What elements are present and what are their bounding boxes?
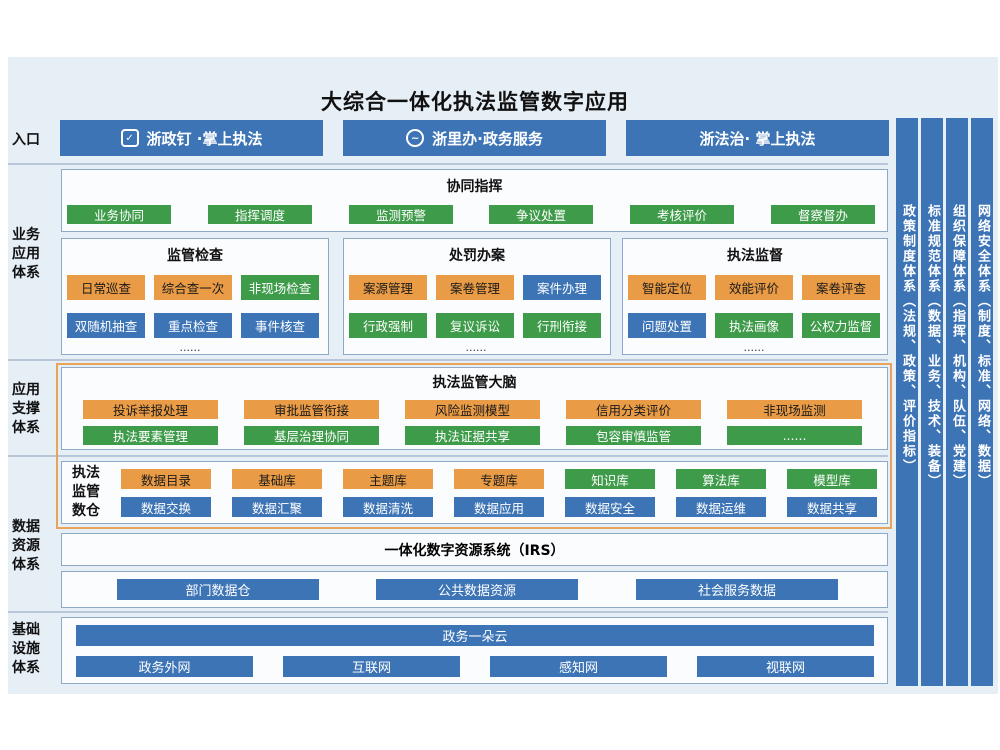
chip-warehouse[interactable]: 数据目录 xyxy=(121,469,211,489)
chip-supervision[interactable]: 智能定位 xyxy=(628,275,706,300)
entry-label: 浙法治· 掌上执法 xyxy=(699,129,816,148)
chip-collab[interactable]: 指挥调度 xyxy=(208,205,312,224)
chip-warehouse[interactable]: 数据共享 xyxy=(787,497,877,517)
chip-collab[interactable]: 督察督办 xyxy=(771,205,875,224)
chip-inspection[interactable]: 事件核查 xyxy=(241,313,319,338)
row-label-infra: 基础 设施 体系 xyxy=(12,622,40,676)
chip-collab[interactable]: 监测预警 xyxy=(349,205,453,224)
entry-label: 浙里办·政务服务 xyxy=(432,129,543,148)
entry-zheliban[interactable]: ~ 浙里办·政务服务 xyxy=(343,120,606,156)
chip-supervision[interactable]: 公权力监督 xyxy=(802,313,880,338)
chip-warehouse[interactable]: 数据交换 xyxy=(121,497,211,517)
source-item[interactable]: 公共数据资源 xyxy=(376,579,578,600)
chip-warehouse[interactable]: 数据清洗 xyxy=(343,497,433,517)
chip-brain[interactable]: 非现场监测 xyxy=(727,400,862,419)
row-separator xyxy=(8,359,888,361)
chip-penalty[interactable]: 行刑衔接 xyxy=(523,313,601,338)
chip-brain[interactable]: 审批监管衔接 xyxy=(244,400,379,419)
chip-inspection[interactable]: 双随机抽查 xyxy=(67,313,145,338)
row-separator xyxy=(8,455,888,457)
more-indicator: ...... xyxy=(179,341,201,354)
row-separator xyxy=(8,163,888,165)
row-label-support: 应用 支撑 体系 xyxy=(12,382,40,436)
entry-zhefazhi[interactable]: 浙法治· 掌上执法 xyxy=(626,120,889,156)
pillar-label: 组织保障体系（指挥、机构、队伍、党建） xyxy=(950,204,965,489)
chip-warehouse[interactable]: 模型库 xyxy=(787,469,877,489)
panel-title: 监管检查 xyxy=(167,248,223,264)
chip-brain[interactable]: 投诉举报处理 xyxy=(83,400,218,419)
chip-supervision[interactable]: 案卷评查 xyxy=(802,275,880,300)
row-label-business: 业务 应用 体系 xyxy=(12,227,40,281)
chip-warehouse[interactable]: 算法库 xyxy=(676,469,766,489)
chip-brain[interactable]: 风险监测模型 xyxy=(405,400,540,419)
network-item[interactable]: 视联网 xyxy=(697,656,874,677)
chip-warehouse[interactable]: 基础库 xyxy=(232,469,322,489)
chip-supervision[interactable]: 效能评价 xyxy=(715,275,793,300)
pillar-label: 政策制度体系（法规、政策、评价指标） xyxy=(900,204,915,474)
chip-collab[interactable]: 考核评价 xyxy=(630,205,734,224)
pillar-label: 标准规范体系（数据、业务、技术、装备） xyxy=(925,204,940,489)
panel-title: 执法监管大脑 xyxy=(432,375,517,391)
warehouse-title: 执法 监管 数仓 xyxy=(72,465,100,519)
panel-title: 处罚办案 xyxy=(449,248,505,264)
chip-collab[interactable]: 争议处置 xyxy=(489,205,593,224)
pillar-standards[interactable]: 标准规范体系（数据、业务、技术、装备） xyxy=(921,118,943,686)
chip-brain[interactable]: 信用分类评价 xyxy=(566,400,701,419)
chip-warehouse[interactable]: 专题库 xyxy=(454,469,544,489)
page-title: 大综合一体化执法监管数字应用 xyxy=(321,90,629,114)
panel-title: 执法监督 xyxy=(727,248,783,264)
network-item[interactable]: 互联网 xyxy=(283,656,460,677)
panel-title: 协同指挥 xyxy=(446,179,503,195)
entry-label: 浙政钉 ·掌上执法 xyxy=(146,129,263,148)
chip-warehouse[interactable]: 数据运维 xyxy=(676,497,766,517)
pillar-label: 网络安全体系（制度、标准、网络、数据） xyxy=(975,204,990,489)
chip-collab[interactable]: 业务协同 xyxy=(67,205,171,224)
panel-collab: 协同指挥 xyxy=(61,169,888,232)
chip-inspection[interactable]: 重点检查 xyxy=(154,313,232,338)
row-label-data: 数据 资源 体系 xyxy=(12,519,40,573)
shield-icon: ✓ xyxy=(120,129,139,147)
source-item[interactable]: 部门数据仓 xyxy=(117,579,319,600)
chip-warehouse[interactable]: 数据汇聚 xyxy=(232,497,322,517)
chip-penalty[interactable]: 案源管理 xyxy=(349,275,427,300)
chip-brain[interactable]: 执法证据共享 xyxy=(405,426,540,445)
source-item[interactable]: 社会服务数据 xyxy=(636,579,838,600)
entry-zhezhengding[interactable]: ✓ 浙政钉 ·掌上执法 xyxy=(60,120,323,156)
pillar-policy[interactable]: 政策制度体系（法规、政策、评价指标） xyxy=(896,118,918,686)
chip-penalty[interactable]: 案卷管理 xyxy=(436,275,514,300)
chip-brain[interactable]: ...... xyxy=(727,426,862,445)
pillar-organization[interactable]: 组织保障体系（指挥、机构、队伍、党建） xyxy=(946,118,968,686)
chip-inspection[interactable]: 日常巡查 xyxy=(67,275,145,300)
highlight-frame xyxy=(56,363,892,529)
network-item[interactable]: 感知网 xyxy=(490,656,667,677)
chip-inspection[interactable]: 综合查一次 xyxy=(154,275,232,300)
row-separator xyxy=(8,611,888,613)
more-indicator: ...... xyxy=(743,341,765,354)
row-label-entry: 入口 xyxy=(12,132,40,148)
chip-warehouse[interactable]: 数据安全 xyxy=(565,497,655,517)
chip-warehouse[interactable]: 主题库 xyxy=(343,469,433,489)
chip-penalty[interactable]: 案件办理 xyxy=(523,275,601,300)
chip-supervision[interactable]: 执法画像 xyxy=(715,313,793,338)
cloud-bar[interactable]: 政务一朵云 xyxy=(76,625,874,646)
chip-inspection[interactable]: 非现场检查 xyxy=(241,275,319,300)
chip-brain[interactable]: 执法要素管理 xyxy=(83,426,218,445)
chip-penalty[interactable]: 复议诉讼 xyxy=(436,313,514,338)
network-item[interactable]: 政务外网 xyxy=(76,656,253,677)
app-logo-icon: ~ xyxy=(406,129,425,147)
more-indicator: ...... xyxy=(465,341,487,354)
chip-brain[interactable]: 包容审慎监管 xyxy=(566,426,701,445)
chip-penalty[interactable]: 行政强制 xyxy=(349,313,427,338)
irs-title: 一体化数字资源系统（IRS） xyxy=(384,542,565,559)
pillar-security[interactable]: 网络安全体系（制度、标准、网络、数据） xyxy=(971,118,993,686)
irs-strip: 一体化数字资源系统（IRS） xyxy=(61,533,888,566)
chip-warehouse[interactable]: 知识库 xyxy=(565,469,655,489)
chip-brain[interactable]: 基层治理协同 xyxy=(244,426,379,445)
chip-warehouse[interactable]: 数据应用 xyxy=(454,497,544,517)
chip-supervision[interactable]: 问题处置 xyxy=(628,313,706,338)
